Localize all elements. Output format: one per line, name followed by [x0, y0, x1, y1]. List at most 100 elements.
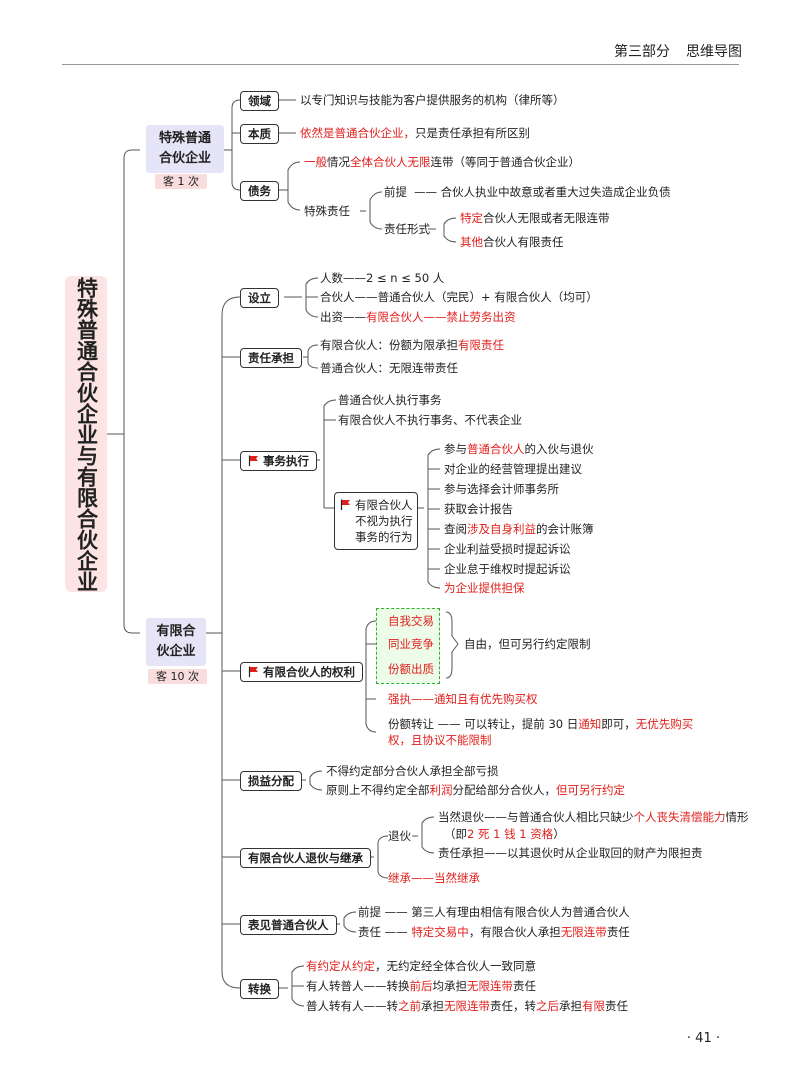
conversion-1: 有约定从约定，无约定经全体合伙人一致同意 [306, 958, 536, 974]
conversion-3: 普人转有人——转之前承担无限连带责任，转之后承担有限责任 [306, 998, 628, 1014]
profit-2-text2: 分配给部分合伙人， [452, 783, 557, 797]
debt-general-red1: 一般 [304, 155, 327, 169]
liability-form-1-text: 合伙人无限或者无限连带 [483, 211, 610, 225]
non-execution-line3: 事务的行为 [355, 530, 413, 544]
apparent-responsibility-red2: 无限连带 [560, 925, 607, 939]
non-execution-line2: 不视为执行 [355, 514, 413, 528]
exit-automatic-text1: 当然退伙——与普通合伙人相比只缺少 [438, 810, 634, 824]
red-flag-icon [248, 455, 258, 466]
right-transfer-line1: 份额转让 —— 可以转让，提前 30 日通知即可，无优先购买 [388, 716, 693, 732]
apparent-responsibility-text3: 责任 [606, 925, 630, 939]
conversion-2-text3: 责任 [513, 979, 536, 993]
non-execution-8: 为企业提供担保 [444, 581, 525, 595]
node-apparent-partner: 表见普通合伙人 [240, 915, 337, 935]
affairs-item-2: 有限合伙人不执行事务、不代表企业 [338, 413, 522, 427]
apparent-responsibility-text1: 责任 —— [358, 925, 412, 939]
non-execution-4: 获取会计报告 [444, 502, 513, 516]
node-field: 领域 [240, 91, 279, 111]
category-special-title-line1: 特殊普通 [158, 131, 211, 146]
nature-text: 依然是普通合伙企业，只是责任承担有所区别 [300, 125, 530, 141]
debt-general: 一般情况全体合伙人无限连带（等同于普通合伙企业） [304, 154, 580, 170]
conversion-2-text1: 有人转普人——转换 [306, 979, 410, 993]
category-limited-title-line2: 伙企业 [156, 644, 196, 659]
page-number: · 41 · [686, 1031, 720, 1046]
liability-limited-text: 有限合伙人：份额为限承担 [320, 338, 458, 352]
non-execution-7: 企业怠于维权时提起诉讼 [444, 562, 571, 576]
debt-general-text1: 情况 [327, 155, 350, 169]
node-rights: 有限合伙人的权利 [240, 662, 363, 682]
non-execution-5-red: 涉及自身利益 [467, 522, 536, 536]
liability-form-label: 责任形式 [384, 222, 430, 236]
conversion-3-red2: 无限连带 [444, 999, 490, 1013]
non-execution-line1: 有限合伙人 [355, 498, 413, 512]
exit-automatic-line2-text1: （即 [444, 827, 467, 841]
profit-2-red1: 利润 [429, 783, 453, 797]
red-flag-icon [248, 666, 258, 677]
exit-label: 退伙 [388, 829, 411, 843]
nature-text-rest: 只是责任承担有所区别 [415, 126, 530, 140]
liability-limited-red: 有限责任 [458, 338, 504, 352]
setup-capital-red: 有限合伙人——禁止劳务出资 [366, 310, 516, 324]
non-execution-1-text2: 的入伙与退伙 [524, 442, 594, 456]
right-transfer-line2: 权，且协议不能限制 [388, 733, 492, 747]
header-title: 思维导图 [686, 44, 742, 60]
liability-general: 普通合伙人：无限连带责任 [320, 361, 458, 375]
non-execution-2: 对企业的经营管理提出建议 [444, 462, 582, 476]
profit-1: 不得约定部分合伙人承担全部亏损 [326, 764, 499, 778]
setup-capital-text: 出资—— [320, 310, 366, 324]
category-special-partnership: 特殊普通 合伙企业 [146, 125, 224, 173]
conversion-2-red2: 无限连带 [467, 979, 513, 993]
apparent-responsibility-red1: 特定交易中 [411, 925, 469, 939]
root-topic: 特殊普通合伙企业与有限合伙企业 [65, 276, 107, 592]
header-part: 第三部分 [614, 44, 670, 60]
header-rule [62, 64, 739, 65]
apparent-responsibility: 责任 —— 特定交易中，有限合伙人承担无限连带责任 [358, 924, 630, 940]
right-competition: 同业竞争 [388, 637, 434, 651]
conversion-3-text5: 责任 [605, 999, 628, 1013]
affairs-item-1: 普通合伙人执行事务 [338, 393, 442, 407]
liability-form-1-red: 特定 [460, 211, 483, 225]
field-text: 以专门知识与技能为客户提供服务的机构（律所等） [300, 93, 565, 107]
node-affairs-label: 事务执行 [263, 454, 309, 468]
conversion-3-text1: 普人转有人——转 [306, 999, 398, 1013]
exit-automatic-line2-text2: ） [553, 827, 565, 841]
exit-automatic-line2-red: 2 死 1 钱 1 资格 [467, 827, 554, 841]
category-limited-title-line1: 有限合 [156, 624, 196, 639]
exit-automatic-red: 个人丧失清偿能力 [633, 810, 726, 824]
premise-label: 前提 [384, 185, 407, 199]
conversion-2-red1: 前后 [409, 979, 433, 993]
exit-automatic-line2: （即2 死 1 钱 1 资格） [444, 826, 565, 842]
apparent-responsibility-text2: ，有限合伙人承担 [468, 925, 561, 939]
non-execution-5: 查阅涉及自身利益的会计账簿 [444, 521, 594, 537]
node-nature: 本质 [240, 124, 279, 144]
non-execution-1-red: 普通合伙人 [467, 442, 525, 456]
conversion-2-text2: 均承担 [432, 979, 468, 993]
right-transfer-text2: 即可， [601, 717, 636, 731]
conversion-3-text4: 承担 [559, 999, 582, 1013]
node-liability: 责任承担 [240, 348, 302, 368]
rights-free-note: 自由，但可另行约定限制 [464, 637, 591, 651]
inheritance: 继承——当然继承 [388, 871, 480, 885]
conversion-3-text2: 承担 [421, 999, 444, 1013]
non-execution-3: 参与选择会计师事务所 [444, 482, 559, 496]
node-debt: 债务 [240, 181, 279, 201]
conversion-3-red3: 之后 [536, 999, 559, 1013]
non-execution-6: 企业利益受损时提起诉讼 [444, 542, 571, 556]
debt-general-red2: 全体合伙人无限 [350, 155, 431, 169]
right-self-dealing: 自我交易 [388, 614, 434, 628]
setup-people: 人数——2 ≤ n ≤ 50 人 [320, 271, 445, 285]
conversion-1-text: ，无约定经全体合伙人一致同意 [375, 959, 536, 973]
dashed-highlight-box [376, 608, 440, 684]
setup-partners: 合伙人——普通合伙人（完民）+ 有限合伙人（均可） [320, 290, 598, 304]
non-execution-1-text1: 参与 [444, 442, 467, 456]
liability-form-2-red: 其他 [460, 235, 483, 249]
conversion-2: 有人转普人——转换前后均承担无限连带责任 [306, 978, 536, 994]
conversion-3-red4: 有限 [582, 999, 605, 1013]
right-transfer-text1: 份额转让 —— 可以转让，提前 30 日 [388, 717, 579, 731]
right-transfer-red2: 无优先购买 [635, 717, 694, 731]
node-exit-inheritance: 有限合伙人退伙与继承 [240, 848, 371, 868]
page-header: 第三部分思维导图 [614, 41, 742, 61]
apparent-premise: 前提 —— 第三人有理由相信有限合伙人为普通合伙人 [358, 905, 630, 919]
profit-2-text1: 原则上不得约定全部 [326, 783, 430, 797]
